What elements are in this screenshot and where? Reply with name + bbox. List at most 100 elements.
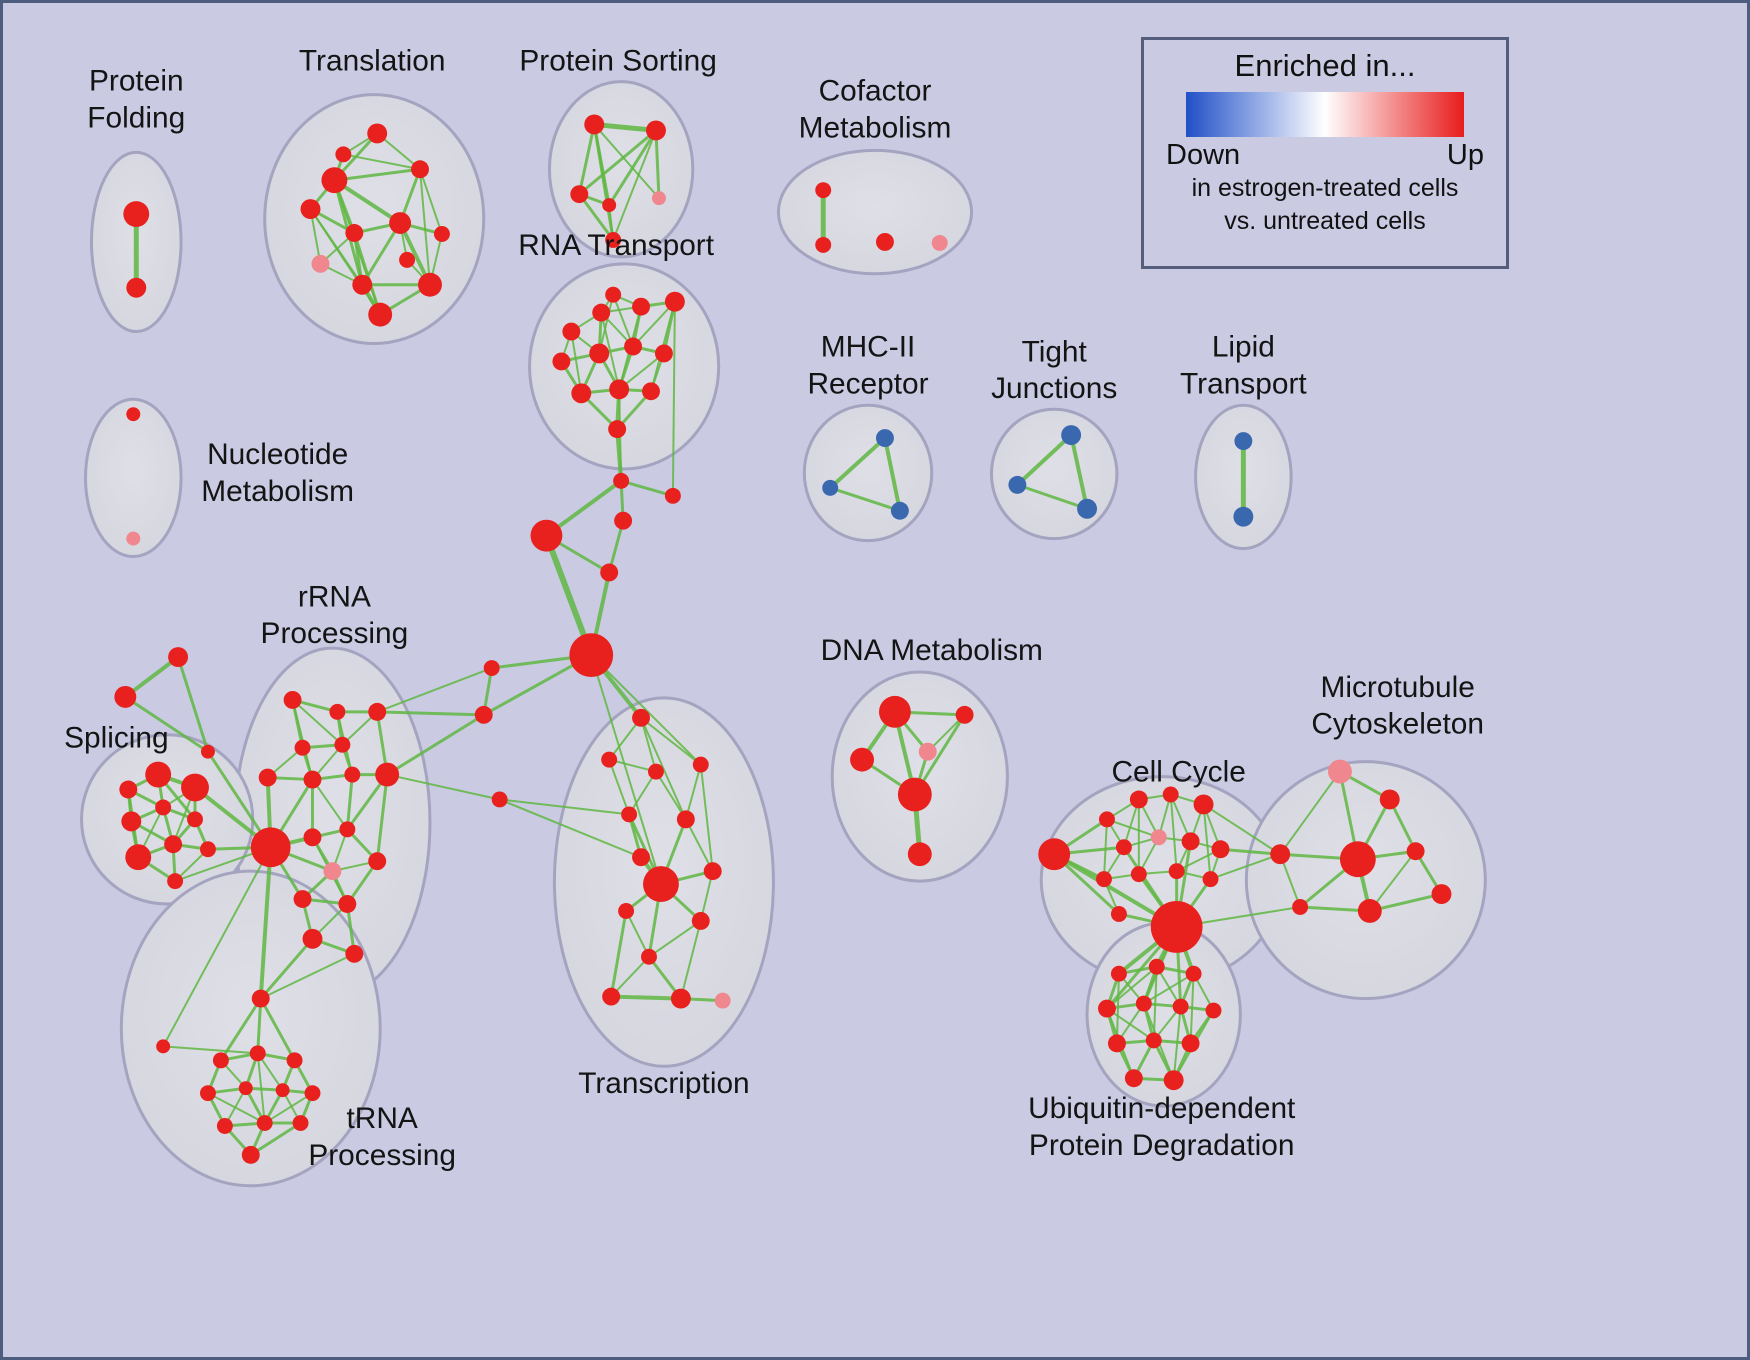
node-19 <box>651 191 666 206</box>
node-60 <box>121 811 142 832</box>
edge <box>619 479 675 498</box>
edge <box>333 179 382 316</box>
node-37 <box>608 420 627 439</box>
edge <box>608 758 657 773</box>
edge <box>1172 1005 1182 1082</box>
cluster-label-transcription: Transcription <box>578 1067 749 1100</box>
cluster-ellipse-trna-processing <box>119 869 382 1188</box>
edge <box>679 919 702 1000</box>
node-22 <box>815 236 832 253</box>
edge <box>598 293 615 355</box>
node-144 <box>1431 884 1452 905</box>
node-104 <box>692 756 709 773</box>
cluster-label-rrna-processing: rRNA <box>298 580 371 613</box>
node-81 <box>339 821 356 838</box>
node-135 <box>1110 905 1127 922</box>
node-17 <box>570 185 589 204</box>
node-59 <box>181 773 209 802</box>
edge <box>419 168 443 235</box>
edge <box>612 129 657 241</box>
node-40 <box>890 501 909 520</box>
node-132 <box>1130 866 1147 883</box>
node-95 <box>275 1083 290 1098</box>
edge <box>590 654 662 886</box>
node-54 <box>483 660 500 677</box>
node-122 <box>1038 838 1071 871</box>
edge <box>609 909 628 999</box>
edge <box>640 716 687 821</box>
edge <box>591 121 659 133</box>
node-151 <box>1205 1002 1222 1019</box>
node-90 <box>212 1052 229 1069</box>
node-129 <box>1181 832 1200 851</box>
node-121 <box>907 842 932 867</box>
edge <box>882 436 902 513</box>
edge <box>1279 770 1341 856</box>
node-142 <box>1292 899 1309 915</box>
node-89 <box>156 1039 171 1054</box>
edge <box>123 695 210 754</box>
cluster-label-nucleotide-metabolism: Metabolism <box>201 475 354 508</box>
cluster-label-tight-junctions: Junctions <box>991 372 1117 405</box>
cluster-ellipse-cofactor-metabolism <box>776 148 974 276</box>
edge <box>828 436 887 490</box>
node-10 <box>418 272 442 297</box>
node-108 <box>643 866 679 903</box>
node-72 <box>368 702 387 721</box>
cluster-label-protein-folding: Protein <box>89 65 184 98</box>
edge <box>498 798 643 859</box>
cluster-label-translation: Translation <box>299 45 446 78</box>
cluster-label-protein-sorting: Protein Sorting <box>519 45 717 78</box>
edge <box>648 919 702 958</box>
node-0 <box>123 201 150 228</box>
node-88 <box>251 989 270 1008</box>
node-79 <box>250 827 291 868</box>
edge <box>249 1121 303 1157</box>
node-106 <box>676 810 695 829</box>
node-73 <box>294 739 311 756</box>
edge <box>332 167 422 182</box>
node-154 <box>1181 1034 1200 1053</box>
node-56 <box>491 791 508 808</box>
cluster-label-protein-folding: Folding <box>87 101 185 134</box>
node-103 <box>648 763 664 780</box>
cluster-label-cofactor-metabolism: Cofactor <box>819 75 932 108</box>
node-51 <box>664 487 681 504</box>
node-36 <box>642 382 660 401</box>
edge <box>625 909 650 958</box>
node-24 <box>931 234 948 251</box>
edge <box>1169 793 1178 873</box>
edge <box>612 293 635 348</box>
node-124 <box>1129 790 1148 809</box>
node-99 <box>292 1115 309 1132</box>
node-57 <box>119 780 138 799</box>
node-96 <box>304 1085 321 1102</box>
node-52 <box>600 563 619 582</box>
edge <box>256 997 263 1055</box>
node-31 <box>589 343 610 364</box>
node-64 <box>164 835 183 854</box>
node-145 <box>1110 965 1127 982</box>
edge <box>258 845 273 1001</box>
node-102 <box>601 751 618 768</box>
edge <box>577 128 658 196</box>
node-137 <box>1327 759 1352 784</box>
edge <box>263 1092 314 1125</box>
node-74 <box>334 736 351 753</box>
cluster-label-ubiquitin-degradation: Protein Degradation <box>1029 1129 1295 1162</box>
node-92 <box>286 1052 303 1069</box>
node-18 <box>602 198 617 213</box>
node-82 <box>323 862 342 881</box>
node-117 <box>955 705 974 724</box>
node-93 <box>199 1085 216 1102</box>
node-80 <box>303 828 322 847</box>
node-32 <box>624 337 643 356</box>
edge <box>1105 965 1158 1010</box>
edge <box>1209 853 1282 881</box>
cluster-label-mhc-ii-receptor: Receptor <box>807 367 928 400</box>
node-143 <box>1357 899 1382 923</box>
node-120 <box>897 777 932 812</box>
node-136 <box>1150 901 1203 953</box>
